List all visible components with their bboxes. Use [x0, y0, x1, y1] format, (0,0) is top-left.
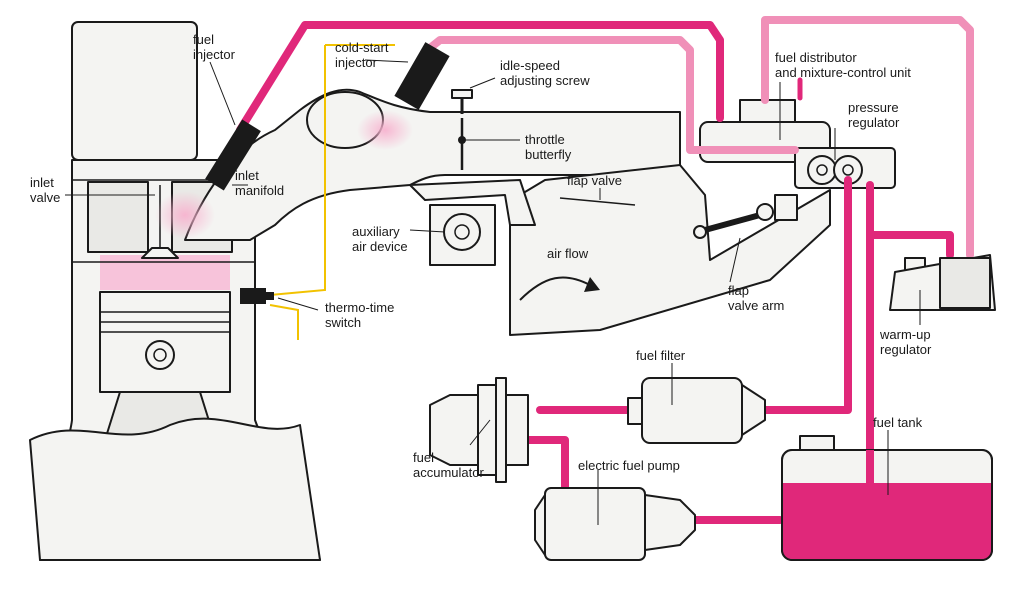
air-flow-housing: [509, 164, 831, 336]
label-fuel-distributor: fuel distributor and mixture-control uni…: [775, 50, 911, 80]
label-idle-speed-screw: idle-speed adjusting screw: [500, 58, 590, 88]
injector-spray: [155, 191, 215, 239]
crankcase: [29, 417, 321, 561]
fuel-injector-part: [205, 119, 261, 191]
auxiliary-air-device-part: [409, 179, 536, 266]
combustion-chamber: [100, 255, 230, 290]
leader-lines: [65, 59, 921, 525]
fuel-level: [783, 483, 991, 559]
label-fuel-filter: fuel filter: [636, 348, 686, 363]
throttle-butterfly-part: [451, 89, 473, 170]
label-pressure-regulator: pressure regulator: [848, 100, 900, 130]
label-fuel-tank: fuel tank: [873, 415, 923, 430]
label-auxiliary-air-device: auxiliary air device: [352, 224, 408, 254]
wiring: [269, 44, 395, 340]
cold-start-injector-part: [394, 42, 450, 110]
label-flap-valve-arm: flap valve arm: [728, 283, 785, 313]
warm-up-regulator-part: [889, 254, 996, 311]
label-fuel-accumulator: fuel accumulator: [413, 450, 484, 480]
label-fuel-injector: fuel injector: [193, 32, 235, 62]
electric-fuel-pump-part: [534, 487, 696, 561]
fuel-filter-part: [627, 377, 766, 444]
fuel-lines: [236, 16, 974, 524]
label-air-flow: air flow: [547, 246, 589, 261]
label-cold-start-injector: cold-start injector: [335, 40, 389, 70]
inlet-valve-part: [141, 185, 179, 259]
cold-start-spray: [357, 110, 413, 150]
label-electric-fuel-pump: electric fuel pump: [578, 458, 680, 473]
thermo-time-switch-part: [240, 288, 274, 304]
label-thermo-time-switch: thermo-time switch: [325, 300, 395, 330]
fuel-tank-part: [781, 435, 993, 561]
flap-valve-arm-part: [693, 194, 798, 239]
fuel-accumulator-part: [429, 377, 529, 483]
label-flap-valve: flap valve: [567, 173, 622, 188]
label-warm-up-regulator: warm-up regulator: [880, 327, 932, 357]
label-inlet-valve: inlet valve: [30, 175, 61, 205]
label-throttle-butterfly: throttle butterfly: [525, 132, 572, 162]
label-inlet-manifold: inlet manifold: [235, 168, 285, 198]
